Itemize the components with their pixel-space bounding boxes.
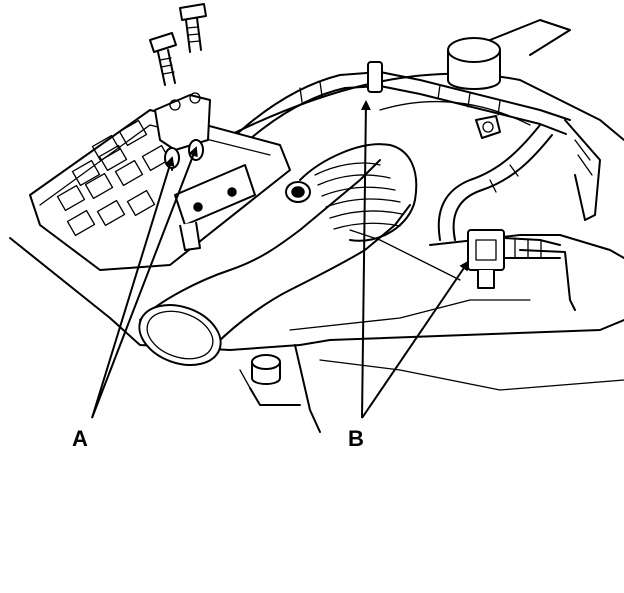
engine-compartment-outline [9, 72, 624, 433]
callout-b-leaders [360, 100, 470, 419]
callout-label-a: A [72, 426, 88, 451]
reservoir-cap [251, 354, 281, 385]
callout-a-leaders [91, 146, 198, 419]
upper-right-canister [447, 19, 601, 221]
callout-label-b: B [348, 426, 364, 451]
wire-harness [219, 61, 571, 289]
intake-duct [138, 143, 418, 366]
bolts-a [149, 3, 207, 86]
relay-box [29, 92, 291, 271]
